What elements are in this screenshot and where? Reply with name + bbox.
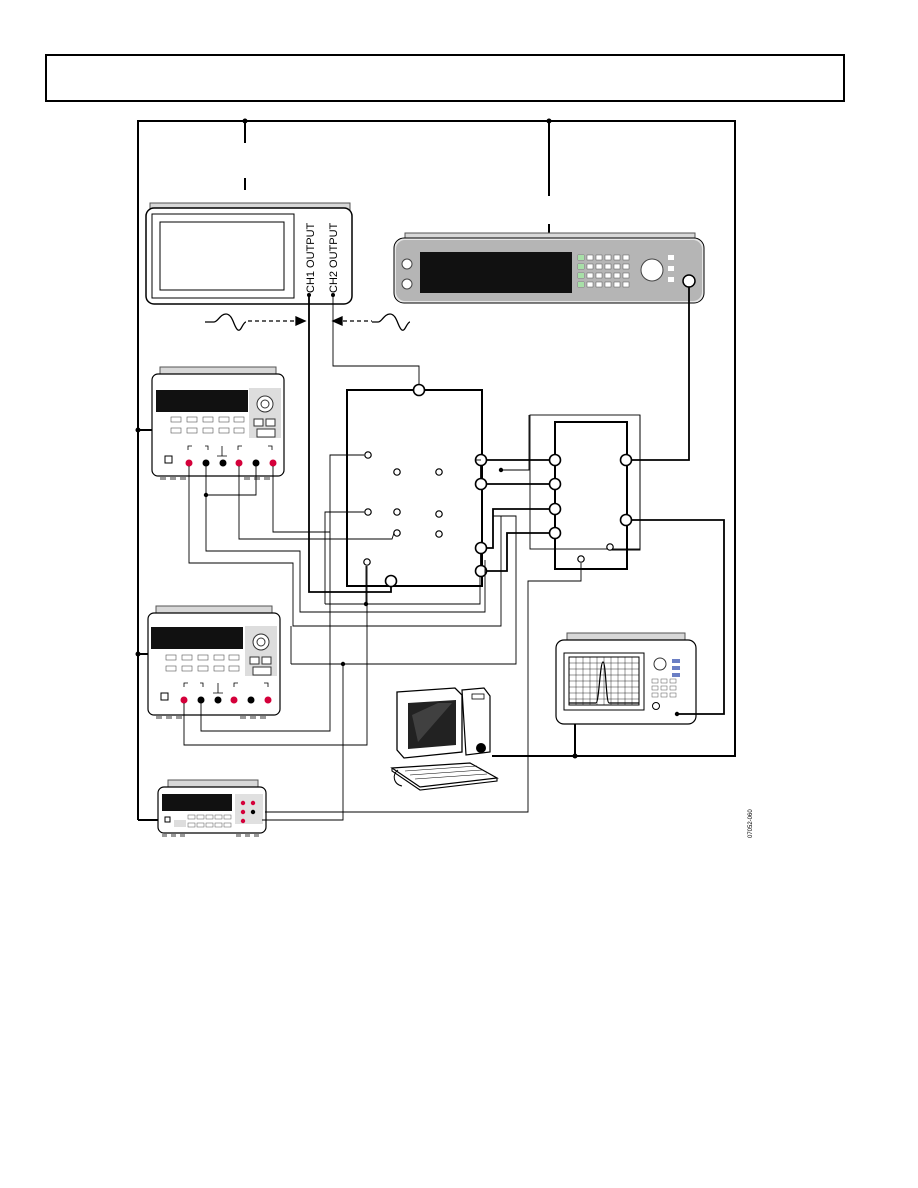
power-bus bbox=[137, 120, 736, 821]
figure-id: 07052-060 bbox=[748, 809, 754, 838]
wiring bbox=[183, 295, 641, 821]
signal-generator: CH1 OUTPUT CH2 OUTPUT bbox=[145, 202, 353, 305]
ch2-output-label: CH2 OUTPUT bbox=[328, 222, 340, 293]
board-test-points bbox=[363, 451, 443, 566]
computer-icon bbox=[390, 687, 499, 791]
board-connectors bbox=[384, 383, 488, 588]
rf-generator bbox=[393, 232, 705, 304]
ch1-output-label: CH1 OUTPUT bbox=[305, 222, 317, 293]
switch-box bbox=[529, 414, 641, 570]
header-box bbox=[45, 54, 845, 102]
bus-junctions bbox=[135, 118, 578, 759]
wire-junctions bbox=[203, 467, 504, 667]
power-supply-2 bbox=[147, 605, 281, 719]
ch1-sine-wave-icon bbox=[205, 313, 307, 331]
ch2-sine-wave-icon bbox=[331, 313, 411, 331]
spectrum-analyzer bbox=[555, 632, 697, 725]
evaluation-board bbox=[346, 389, 483, 587]
multimeter bbox=[157, 779, 267, 837]
power-supply-1 bbox=[151, 366, 285, 480]
coax-cables bbox=[308, 287, 725, 715]
